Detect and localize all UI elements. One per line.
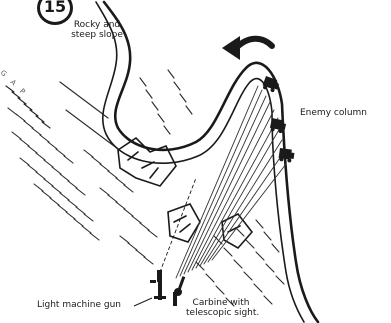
mg-line-of-fire: [160, 178, 196, 272]
truck-icon: [278, 148, 295, 163]
mg-leader-line: [134, 298, 152, 306]
rocky-slope-label-line1: Rocky and: [61, 20, 133, 30]
carbine-label-line2: telescopic sight.: [186, 308, 256, 318]
truck-icon: [262, 76, 281, 93]
carbine-label: Carbine with telescopic sight.: [186, 298, 256, 318]
rocky-slope-label: Rocky and steep slope: [61, 20, 133, 40]
machine-gun-icon: [150, 270, 166, 300]
rocky-slope-hatching: [6, 70, 284, 306]
enemy-column-label: Enemy column: [300, 108, 367, 118]
carbine-label-line1: Carbine with: [186, 298, 256, 308]
rocky-slope-label-line2: steep slope: [61, 30, 133, 40]
curved-arrow-left-icon: [222, 36, 272, 60]
road-edge-inner: [96, 2, 304, 322]
carbine-icon: [173, 276, 185, 306]
light-machine-gun-label: Light machine gun: [37, 300, 121, 310]
